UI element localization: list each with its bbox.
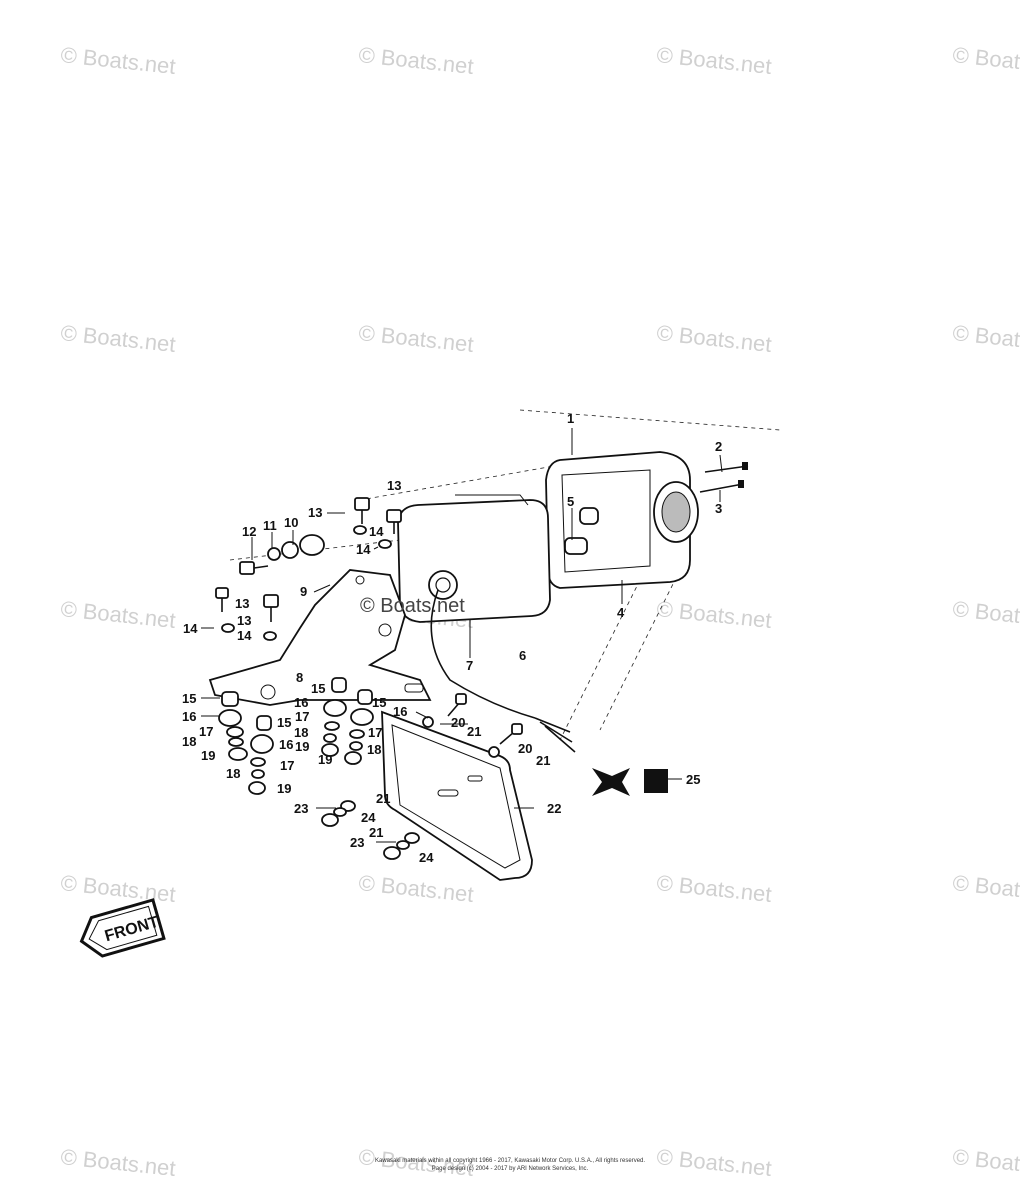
watermark: © Boats.net [655,320,772,357]
callout-4: 4 [617,605,625,620]
callout-14: 14 [183,621,198,636]
tail-light-housing [545,451,699,589]
callout-19: 19 [277,781,291,796]
callout-8: 8 [296,670,303,685]
callout-13: 13 [235,596,249,611]
callout-20: 20 [518,741,532,756]
watermark: © Boats.net [59,1144,176,1181]
callout-21: 21 [467,724,481,739]
callout-3: 3 [715,501,722,516]
watermark: © Boats.net [655,870,772,907]
fasteners [215,462,749,758]
callout-9: 9 [300,584,307,599]
tail-light-bracket [208,569,432,706]
callout-16: 16 [279,737,293,752]
callout-21: 21 [376,791,390,806]
watermark: © Boats.net [360,595,465,617]
assembly-guide-lines [229,409,781,741]
callout-19: 19 [318,752,332,767]
callout-16: 16 [294,695,308,710]
callout-2: 2 [715,439,722,454]
leader-lines [201,428,723,843]
callout-17: 17 [280,758,294,773]
copyright-line-2: Page design (c) 2004 - 2017 by ARI Netwo… [432,1166,589,1172]
callout-10: 10 [284,515,298,530]
callout-17: 17 [368,725,382,740]
watermark: © Boats.net [655,596,772,633]
watermark: © Boats.net [951,42,1020,79]
watermark: © Boats.net [357,870,474,907]
callout-20: 20 [451,715,465,730]
watermark: © Boats.net [59,596,176,633]
license-plate-bracket [381,710,533,881]
grommet-stack-left [218,691,274,795]
watermark: © Boats.net [59,870,176,907]
callout-18: 18 [182,734,196,749]
watermark: © Boats.net [655,1144,772,1181]
callout-13: 13 [308,505,322,520]
callout-11: 11 [263,518,277,533]
callout-14: 14 [237,628,252,643]
callout-1: 1 [567,411,574,426]
callout-15: 15 [277,715,291,730]
callout-13: 13 [387,478,401,493]
plate-nuts [321,800,420,860]
callout-15: 15 [372,695,386,710]
callout-22: 22 [547,801,561,816]
watermark: © Boats.net [655,42,772,79]
front-direction-arrow: FRONT [79,898,166,958]
watermark: © Boats.net [59,320,176,357]
watermark: © Boats.net [951,320,1020,357]
watermark: © Boats.net [357,320,474,357]
callout-25: 25 [686,772,700,787]
callout-6: 6 [519,648,526,663]
callout-13: 13 [237,613,251,628]
watermark: © Boats.net [357,42,474,79]
callout-18: 18 [294,725,308,740]
callout-15: 15 [182,691,196,706]
wiring-harness [430,589,576,753]
callout-24: 24 [419,850,434,865]
callout-7: 7 [466,658,473,673]
callout-labels: 1 2 3 4 5 6 7 8 9 10 11 12 13 13 13 13 1… [182,411,722,865]
watermark: © Boats.net [951,1144,1020,1181]
callout-14: 14 [369,524,384,539]
callout-18: 18 [226,766,240,781]
callout-21: 21 [536,753,550,768]
callout-24: 24 [361,810,376,825]
bulb [564,507,599,555]
watermark: © Boats.net [59,42,176,79]
copyright-footer: Kawasaki materials within all copyright … [375,1158,645,1172]
callout-18: 18 [367,742,381,757]
callout-5: 5 [567,494,574,509]
callout-15: 15 [311,681,325,696]
callout-19: 19 [201,748,215,763]
callout-16: 16 [393,704,407,719]
callout-16: 16 [182,709,196,724]
callout-14: 14 [356,542,371,557]
callout-12: 12 [242,524,256,539]
callout-21: 21 [369,825,383,840]
grommet-stack-right [321,677,374,765]
callout-19: 19 [295,739,309,754]
callout-17: 17 [199,724,213,739]
copyright-line-1: Kawasaki materials within all copyright … [375,1158,645,1164]
callout-23: 23 [350,835,364,850]
watermark: © Boats.net [951,596,1020,633]
callout-23: 23 [294,801,308,816]
kit-symbol [592,768,668,796]
watermark: © Boats.net [951,870,1020,907]
callout-17: 17 [295,709,309,724]
